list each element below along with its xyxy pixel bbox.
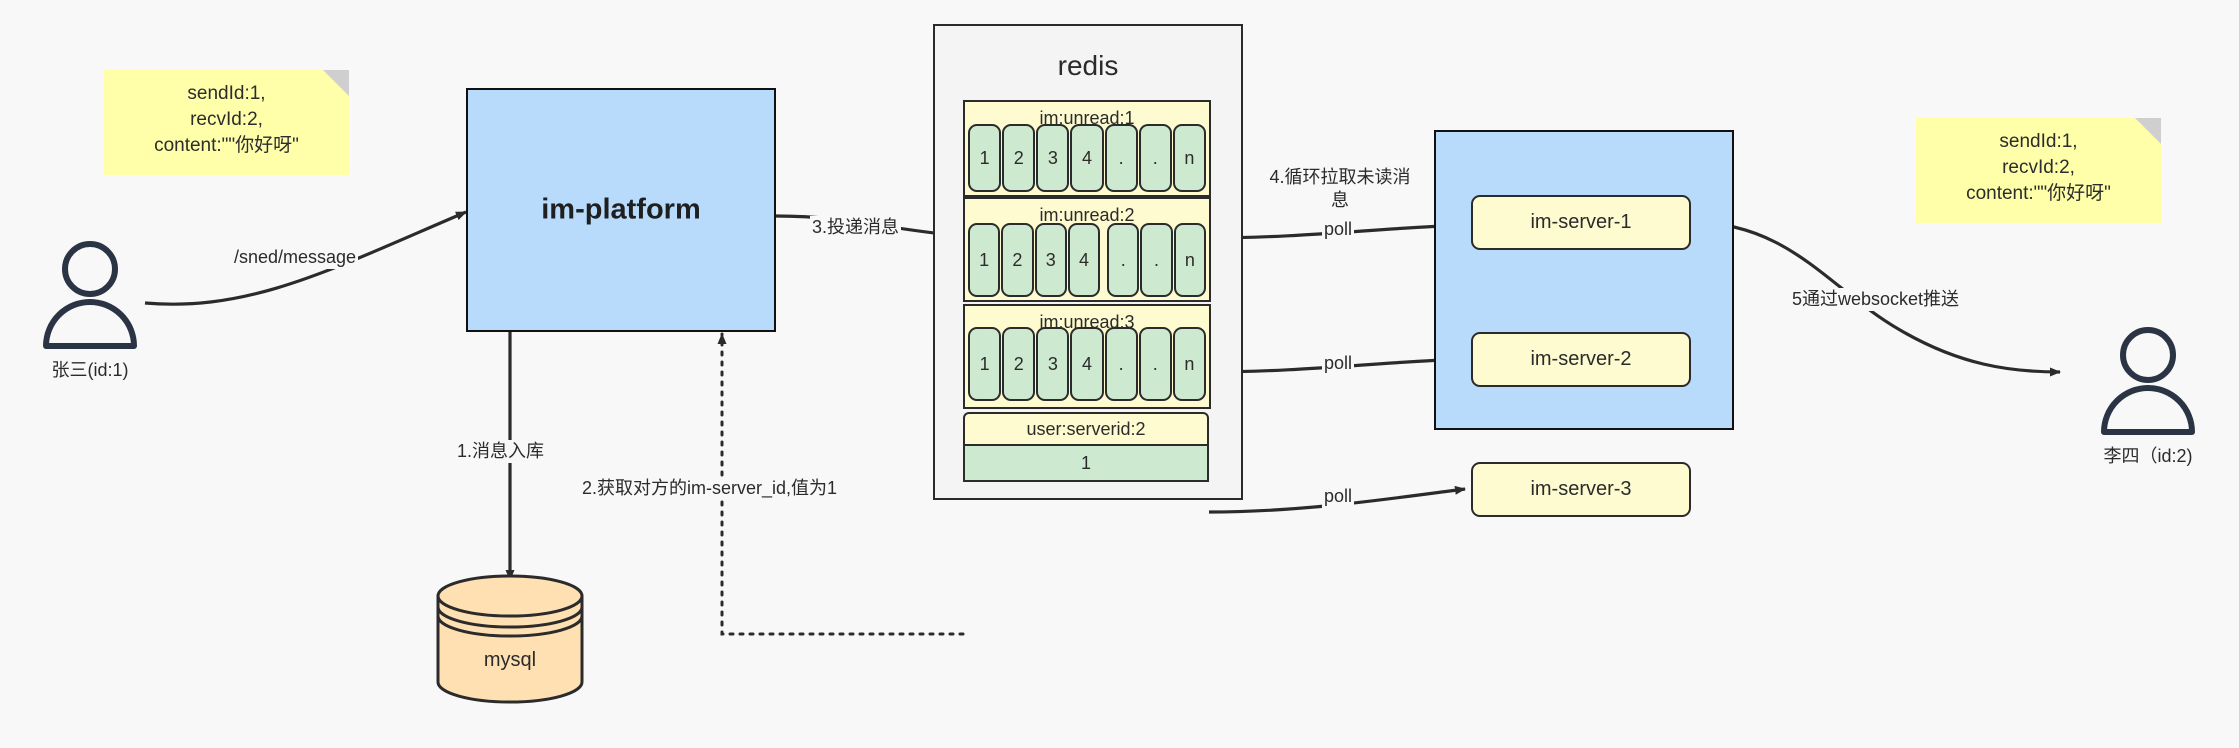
im-server-1[interactable]: im-server-1 <box>1471 195 1691 250</box>
redis-list-cells: 1 2 3 4 . . n <box>968 223 1206 297</box>
list-cell: n <box>1173 223 1206 297</box>
note-fold-icon <box>2135 118 2161 144</box>
list-cell: 4 <box>1070 327 1104 401</box>
person-icon <box>2101 327 2195 435</box>
redis-list-im-unread-2[interactable]: im:unread:2 1 2 3 4 . . n <box>963 197 1211 302</box>
list-cell: . <box>1107 223 1140 297</box>
redis-list-im-unread-1[interactable]: im:unread:1 1 2 3 4 . . n <box>963 100 1211 197</box>
edge-label-step4: 4.循环拉取未读消 息 <box>1258 166 1422 212</box>
edge-server1-to-receiver <box>1689 220 2061 377</box>
list-cell: 1 <box>968 327 1002 401</box>
im-server-3[interactable]: im-server-3 <box>1471 462 1691 517</box>
mysql-label: mysql <box>483 649 537 672</box>
list-cell: . <box>1104 327 1138 401</box>
list-cell: . <box>1140 223 1173 297</box>
list-cell: 4 <box>1067 223 1101 297</box>
edge-label-poll-2: poll <box>1322 352 1355 375</box>
list-cell: . <box>1138 124 1172 192</box>
actor-sender-label: 张三(id:1) <box>51 360 129 380</box>
note-fold-icon <box>323 70 349 96</box>
list-cell: . <box>1104 124 1138 192</box>
edge-label-send-message: /sned/message <box>232 246 359 269</box>
edge-redis-kv-to-platform <box>717 332 965 636</box>
redis-kv-user-serverid[interactable]: user:serverid:2 1 <box>963 412 1209 482</box>
mysql-database[interactable]: mysql <box>430 574 590 704</box>
note-left-message-payload: sendId:1, recvId:2, content:""你好呀" <box>104 70 349 175</box>
redis-kv-value: 1 <box>963 446 1209 482</box>
list-cell: 2 <box>1001 223 1034 297</box>
list-cell: 3 <box>1034 223 1067 297</box>
edge-sender-to-platform <box>144 210 467 306</box>
list-cell: 3 <box>1036 327 1070 401</box>
im-platform-label: im-platform <box>541 193 701 226</box>
redis-list-im-unread-3[interactable]: im:unread:3 1 2 3 4 . . n <box>963 304 1211 409</box>
person-icon <box>43 241 137 349</box>
actor-receiver[interactable]: 李四（id:2) <box>2088 326 2208 466</box>
list-cell: 1 <box>968 124 1002 192</box>
note-right-text: sendId:1, recvId:2, content:""你好呀" <box>1966 130 2111 204</box>
list-cell: . <box>1138 327 1172 401</box>
list-cell: 3 <box>1036 124 1070 192</box>
edge-label-step3: 3.投递消息 <box>810 216 902 239</box>
list-cell: 2 <box>1002 124 1036 192</box>
list-cell: 2 <box>1002 327 1036 401</box>
redis-title: redis <box>1057 50 1119 81</box>
im-server-2[interactable]: im-server-2 <box>1471 332 1691 387</box>
list-cell: 4 <box>1070 124 1104 192</box>
redis-list-key: im:unread:1 <box>1039 108 1135 128</box>
actor-sender[interactable]: 张三(id:1) <box>30 240 150 380</box>
edge-label-poll-1: poll <box>1322 218 1355 241</box>
database-cylinder-icon <box>436 574 584 704</box>
actor-receiver-label: 李四（id:2) <box>2103 446 2193 466</box>
edge-label-poll-3: poll <box>1322 485 1355 508</box>
note-left-text: sendId:1, recvId:2, content:""你好呀" <box>154 82 299 156</box>
edge-label-step1: 1.消息入库 <box>455 440 547 463</box>
redis-list-cells: 1 2 3 4 . . n <box>968 327 1206 401</box>
note-right-message-payload: sendId:1, recvId:2, content:""你好呀" <box>1916 118 2161 223</box>
edge-label-step5: 5通过websocket推送 <box>1790 288 1962 311</box>
redis-kv-key: user:serverid:2 <box>963 412 1209 446</box>
redis-list-key: im:unread:2 <box>1039 205 1135 225</box>
list-cell: n <box>1172 327 1206 401</box>
edge-label-step2: 2.获取对方的im-server_id,值为1 <box>580 477 840 500</box>
list-cell: n <box>1172 124 1206 192</box>
list-cell: 1 <box>968 223 1001 297</box>
redis-list-cells: 1 2 3 4 . . n <box>968 124 1206 192</box>
im-platform-box[interactable]: im-platform <box>466 88 776 332</box>
